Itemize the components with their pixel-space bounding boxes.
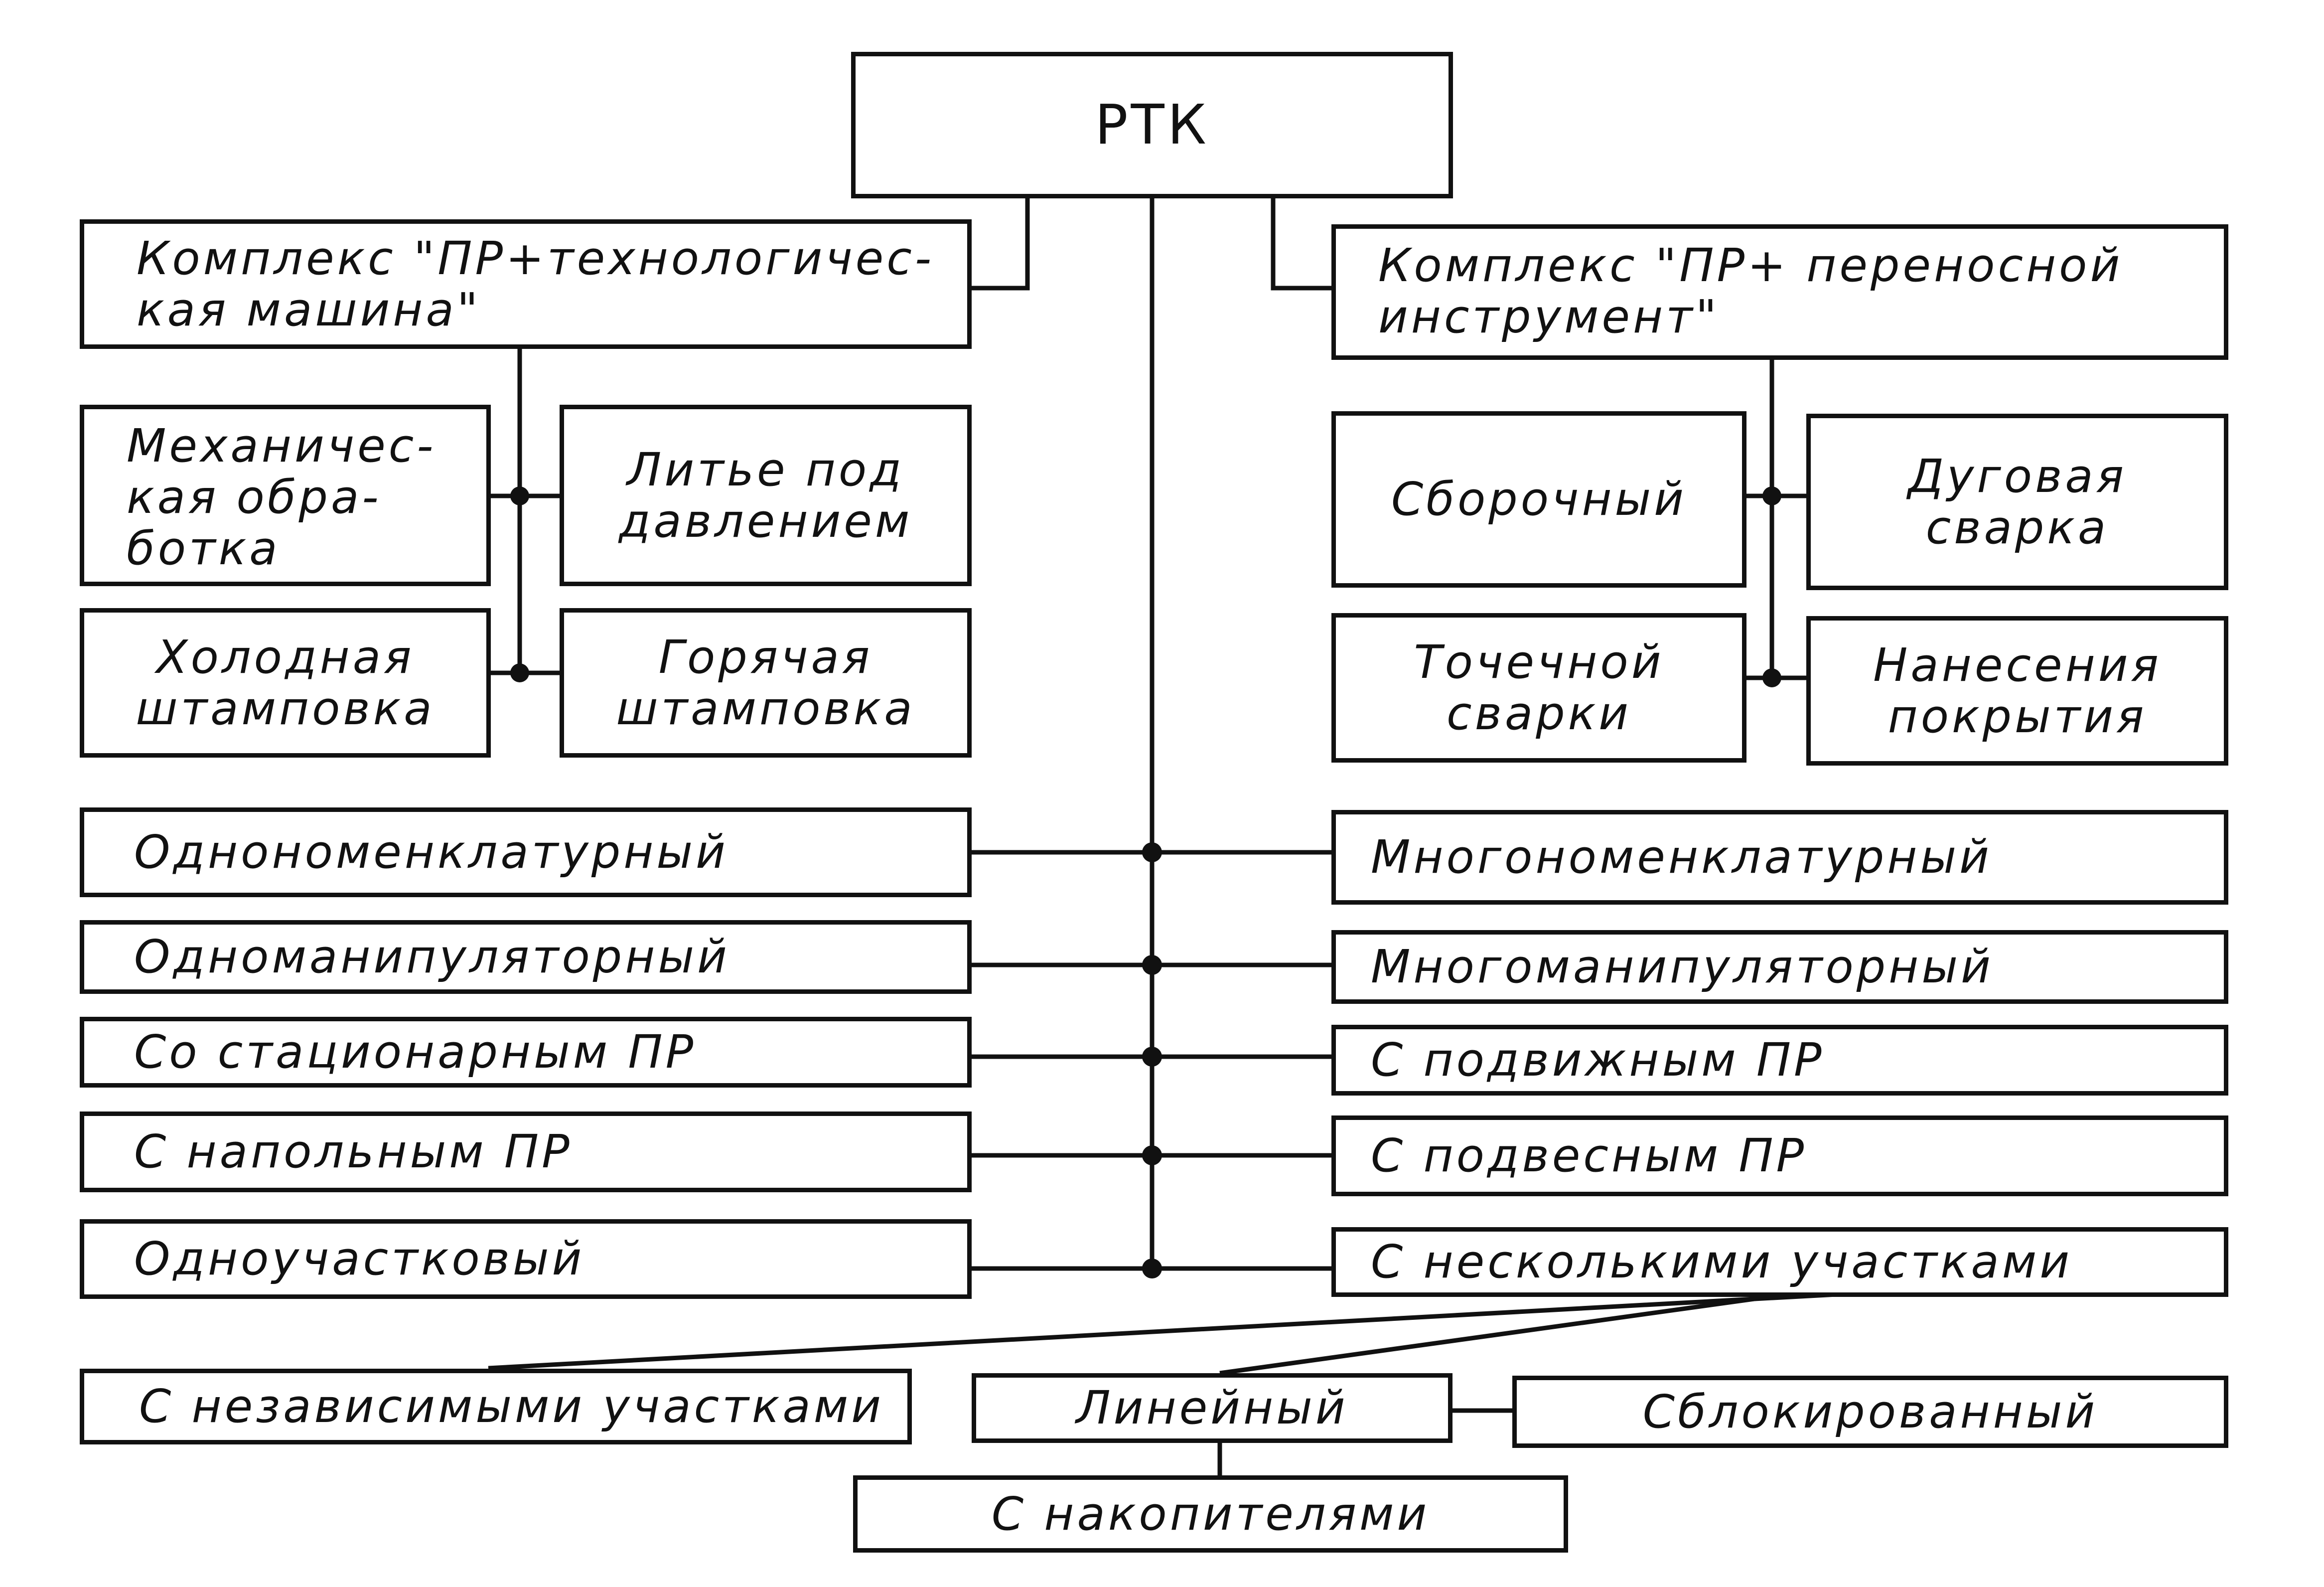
junction-dot — [510, 663, 529, 682]
hot-stamping-box: Горячая штамповка — [560, 608, 972, 758]
junction-dot — [1142, 842, 1162, 862]
multi-manipulator-box: Многоманипуляторный — [1331, 930, 2228, 1004]
mobile-robot-box: С подвижным ПР — [1331, 1025, 2228, 1096]
link-independent — [488, 1291, 1855, 1371]
machining-box: Механичес- кая обра- ботка — [80, 405, 491, 586]
junction-dot — [1762, 486, 1781, 505]
link-linear — [1219, 1291, 1794, 1376]
blocked-box: Сблокированный — [1512, 1376, 2228, 1448]
multi-manipulator-label: Многоманипуляторный — [1371, 940, 1994, 994]
die-casting-label: Литье под давлением — [618, 443, 913, 548]
link-root-complex-tool — [1271, 198, 1331, 291]
cold-stamping-box: Холодная штамповка — [80, 608, 491, 758]
junction-dot — [1142, 955, 1162, 975]
hot-stamping-label: Горячая штамповка — [616, 630, 915, 735]
junction-dot — [1142, 1145, 1162, 1165]
mobile-robot-label: С подвижным ПР — [1371, 1033, 1825, 1087]
blocked-label: Сблокированный — [1642, 1385, 2098, 1438]
junction-dot — [510, 486, 529, 505]
single-nomenclature-label: Однономенклатурный — [134, 825, 728, 879]
junction-dot — [1142, 1259, 1162, 1278]
storage-box: С накопителями — [853, 1475, 1568, 1553]
independent-sections-label: С независимыми участками — [139, 1380, 884, 1433]
overhead-robot-box: С подвесным ПР — [1331, 1115, 2228, 1196]
complex-tool-label: Комплекс "ПР+ переносной инструмент" — [1378, 239, 2123, 344]
single-nomenclature-box: Однономенклатурный — [80, 807, 972, 897]
die-casting-box: Литье под давлением — [560, 405, 972, 586]
stationary-robot-box: Со стационарным ПР — [80, 1017, 972, 1088]
coating-box: Нанесения покрытия — [1806, 616, 2228, 766]
cold-stamping-label: Холодная штамповка — [136, 630, 435, 735]
arc-welding-box: Дуговая сварка — [1806, 414, 2228, 590]
floor-robot-label: С напольным ПР — [134, 1125, 573, 1179]
junction-dot — [1762, 668, 1781, 687]
machining-label: Механичес- кая обра- ботка — [127, 419, 436, 576]
storage-label: С накопителями — [991, 1487, 1430, 1541]
assembly-label: Сборочный — [1391, 473, 1687, 526]
complex-machine-label: Комплекс "ПР+технологичес- кая машина" — [137, 232, 935, 337]
root-box: РТК — [851, 52, 1453, 198]
stationary-robot-label: Со стационарным ПР — [134, 1025, 697, 1079]
multi-section-label: С несколькими участками — [1371, 1235, 2072, 1289]
multi-nomenclature-box: Многономенклатурный — [1331, 810, 2228, 905]
spot-welding-label: Точечной сварки — [1414, 635, 1664, 740]
independent-sections-box: С независимыми участками — [80, 1369, 912, 1444]
multi-section-box: С несколькими участками — [1331, 1227, 2228, 1297]
overhead-robot-label: С подвесным ПР — [1371, 1129, 1807, 1183]
multi-nomenclature-label: Многономенклатурный — [1371, 830, 1992, 884]
root-label: РТК — [1095, 93, 1209, 157]
floor-robot-box: С напольным ПР — [80, 1111, 972, 1192]
linear-box: Линейный — [972, 1373, 1452, 1443]
complex-machine-box: Комплекс "ПР+технологичес- кая машина" — [80, 219, 972, 349]
coating-label: Нанесения покрытия — [1873, 638, 2162, 743]
linear-label: Линейный — [1076, 1381, 1348, 1435]
single-section-label: Одноучастковый — [134, 1232, 585, 1286]
arc-welding-label: Дуговая сварка — [1908, 449, 2127, 554]
single-section-box: Одноучастковый — [80, 1219, 972, 1299]
link-root-complex-machine — [972, 198, 1030, 291]
single-manipulator-box: Одноманипуляторный — [80, 920, 972, 994]
junction-dot — [1142, 1047, 1162, 1067]
assembly-box: Сборочный — [1331, 411, 1746, 588]
single-manipulator-label: Одноманипуляторный — [134, 930, 730, 984]
spot-welding-box: Точечной сварки — [1331, 613, 1746, 763]
complex-tool-box: Комплекс "ПР+ переносной инструмент" — [1331, 224, 2228, 360]
